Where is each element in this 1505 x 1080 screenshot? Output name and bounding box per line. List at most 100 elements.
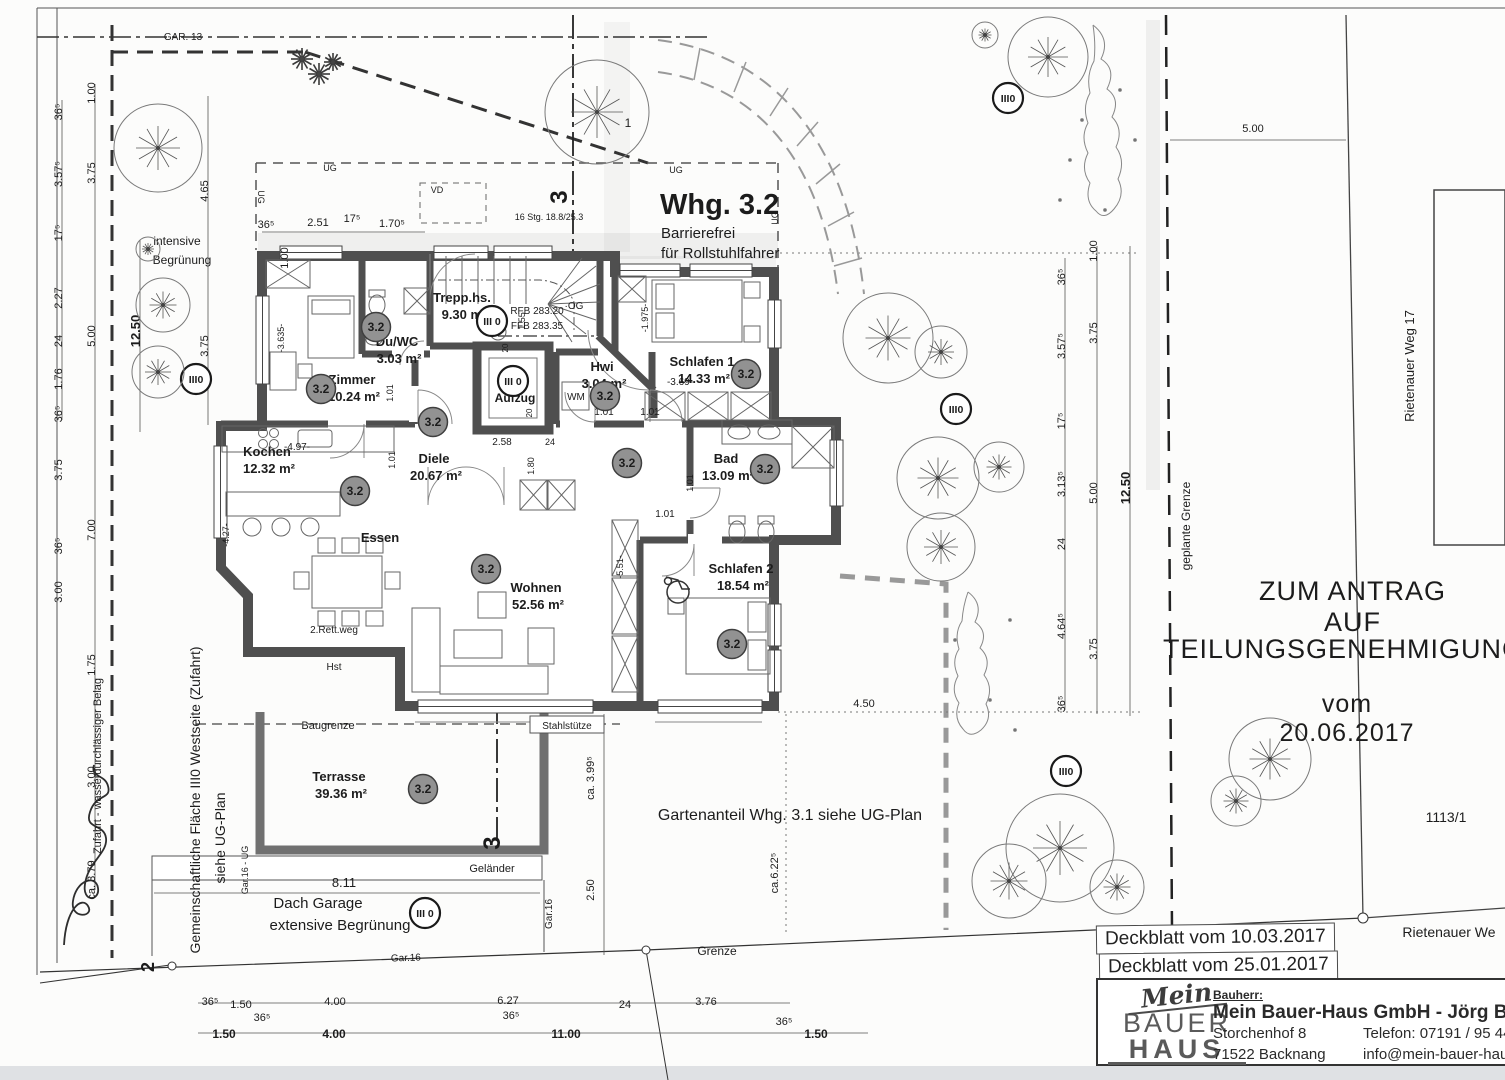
dimension-label: 3.00 xyxy=(86,766,98,787)
dimension-label: 3.75 xyxy=(1088,638,1100,659)
dimension-label: 5.00 xyxy=(86,325,98,346)
dimension-label: ca.6.22⁵ xyxy=(769,853,781,894)
plan-label: siehe UG-Plan xyxy=(212,792,228,883)
tree-symbol xyxy=(135,236,161,262)
dimension-label: 3.57⁵ xyxy=(53,161,65,187)
room-area: 39.36 m² xyxy=(315,786,368,801)
client-name: Mein Bauer-Haus GmbH - Jörg Bauer xyxy=(1213,1002,1505,1023)
tree-symbol xyxy=(842,292,934,384)
dimension-label: 3.76 xyxy=(695,996,716,1008)
plan-label: GAR. 13 xyxy=(164,32,203,43)
room-name: Trepp.hs. xyxy=(433,290,491,305)
dimension-label: 2.58 xyxy=(492,437,512,448)
unit-marker-label: 3.2 xyxy=(425,415,442,429)
dimension-label: 17⁵ xyxy=(53,225,65,242)
room-area: 14.33 m² xyxy=(678,371,731,386)
plan-label: geplante Grenze xyxy=(1179,481,1193,570)
tree-symbol xyxy=(896,436,980,520)
unit-marker xyxy=(407,773,439,805)
plan-label: Hst xyxy=(327,662,342,673)
level-marker-label: III0 xyxy=(949,404,964,416)
unit-marker-label: 3.2 xyxy=(738,367,755,381)
logo-bauer: BAUER xyxy=(1122,1008,1232,1038)
dimension-label: 5.00 xyxy=(1242,123,1263,135)
unit-marker-label: 3.2 xyxy=(415,782,432,796)
room-name: Bad xyxy=(714,451,739,466)
plan-label: UG xyxy=(323,163,337,173)
dimension-label: 2.51 xyxy=(307,217,328,229)
dimension-label: 17⁵ xyxy=(1056,413,1068,430)
room-area: 3.03 m² xyxy=(377,351,422,366)
dimension-label: 36⁵ xyxy=(776,1016,793,1028)
plan-label: Essen xyxy=(361,530,399,545)
room-name: Schlafen 1 xyxy=(669,354,734,369)
tree-symbol xyxy=(914,325,968,379)
room-name: Kochen xyxy=(243,444,291,459)
unit-marker xyxy=(730,358,762,390)
handwritten-signature xyxy=(63,764,110,946)
unit-marker-label: 3.2 xyxy=(368,320,385,334)
dimension-label: 24 xyxy=(53,335,65,347)
stamp-title-line1: ZUM ANTRAG AUF xyxy=(1258,576,1446,637)
room-name: Diele xyxy=(418,451,449,466)
tree-symbol xyxy=(324,53,342,71)
dimension-label: 1.01 xyxy=(640,407,660,418)
plan-label: intensive xyxy=(153,234,201,248)
dimension-label: 1.50 xyxy=(804,1027,828,1041)
hedge-shrubs xyxy=(953,24,1137,735)
dimension-label: 1.70⁵ xyxy=(379,218,405,230)
tree-symbol xyxy=(1089,859,1145,915)
dimension-label: 2.27 xyxy=(53,287,65,308)
plan-label: 3 xyxy=(546,190,573,203)
windows xyxy=(213,245,844,714)
plan-label: 1113/1 xyxy=(1426,809,1467,825)
unit-marker-label: 3.2 xyxy=(619,456,636,470)
level-marker xyxy=(1049,754,1083,788)
plan-label: UG xyxy=(669,165,683,175)
dimension-label: 1.01 xyxy=(685,474,695,492)
dimension-label: 36⁵ xyxy=(254,1012,271,1024)
dimension-label: -5.51- xyxy=(615,555,625,579)
dimension-label: 12.50 xyxy=(1118,472,1133,505)
client-label: Bauherr: xyxy=(1213,988,1264,1002)
site-boundary-lines xyxy=(37,14,1505,1080)
unit-marker xyxy=(589,380,621,412)
unit-marker xyxy=(611,447,643,479)
plan-label: Whg. 3.2 xyxy=(660,189,779,221)
dimension-label: 36⁵ xyxy=(53,104,65,121)
dimension-label: 1.01 xyxy=(385,384,395,402)
tree-symbol xyxy=(1210,775,1262,827)
room-name: Hwi xyxy=(590,359,613,374)
dimension-label: 4.50 xyxy=(853,698,874,710)
dimension-label: 3.75 xyxy=(199,335,211,356)
dimension-label: 1.50 xyxy=(230,999,251,1011)
stamp-title-line3: vom 20.06.2017 xyxy=(1279,690,1415,747)
ramp-hatching xyxy=(657,39,865,295)
dimension-label: ca. 3.79 xyxy=(86,860,98,899)
dimension-label: 1.00 xyxy=(279,247,291,268)
room-area: 9.30 m² xyxy=(442,307,487,322)
room-area: 18.54 m² xyxy=(717,578,770,593)
plan-label: Rietenauer We xyxy=(1402,924,1495,940)
level-marker xyxy=(496,364,530,398)
unit-marker-label: 3.2 xyxy=(757,462,774,476)
plan-label: Stahlstütze xyxy=(542,721,592,732)
room-name: Zimmer xyxy=(329,372,376,387)
unit-marker xyxy=(749,453,781,485)
dimension-label: 4.64⁵ xyxy=(1056,613,1068,639)
dimension-label: 24 xyxy=(1056,538,1068,550)
dimension-label: 3.75 xyxy=(86,162,98,183)
dimension-label: 36⁵ xyxy=(53,538,65,555)
room-area: 12.32 m² xyxy=(243,461,296,476)
wheelchair-icon xyxy=(663,576,690,604)
dimension-label: 3.00 xyxy=(53,581,65,602)
dimension-label: 36⁵ xyxy=(1056,269,1068,286)
sheet-frame xyxy=(36,7,1505,975)
staircase xyxy=(438,256,601,343)
room-area: 52.56 m² xyxy=(512,597,565,612)
email: info@mein-bauer-haus.d xyxy=(1363,1046,1505,1063)
dimension-label: -3.69- xyxy=(667,377,693,388)
steel-column-label-box xyxy=(529,715,605,734)
plan-label: Dach Garage xyxy=(273,895,362,912)
